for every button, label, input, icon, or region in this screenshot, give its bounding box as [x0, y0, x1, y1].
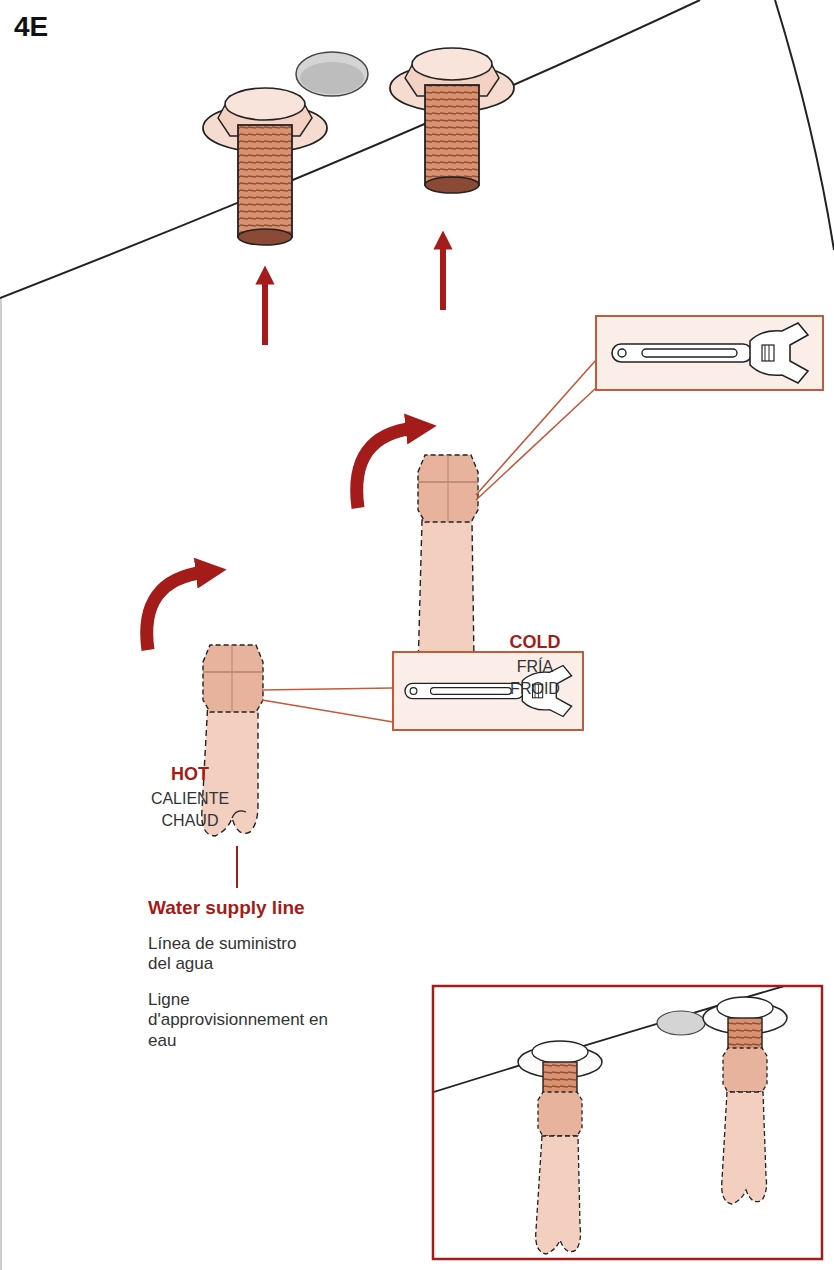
leader-line [236, 846, 238, 888]
line-label: FROID [490, 679, 580, 698]
line-label: CHAUD [140, 811, 240, 830]
step-number: 4E [14, 10, 48, 44]
line-label: FRÍA [490, 657, 580, 676]
turn-arrow [147, 572, 205, 650]
turn-arrow [357, 428, 415, 508]
part-name: Ligne d'approvisionnement en eau [148, 990, 348, 1051]
supply-line [202, 645, 263, 836]
wrench-callout [262, 652, 583, 730]
line-label: COLD [490, 632, 580, 654]
faucet-tailpiece [390, 48, 514, 193]
wrench-callout [476, 316, 823, 500]
line-label: HOT [140, 764, 240, 786]
faucet-tailpiece [203, 88, 327, 245]
part-name: Water supply line [148, 897, 388, 920]
inset-view [433, 975, 822, 1259]
direction-arrow [262, 275, 268, 345]
direction-arrow [440, 240, 446, 310]
part-name: Línea de suministro del agua [148, 934, 318, 975]
line-label: CALIENTE [140, 789, 240, 808]
